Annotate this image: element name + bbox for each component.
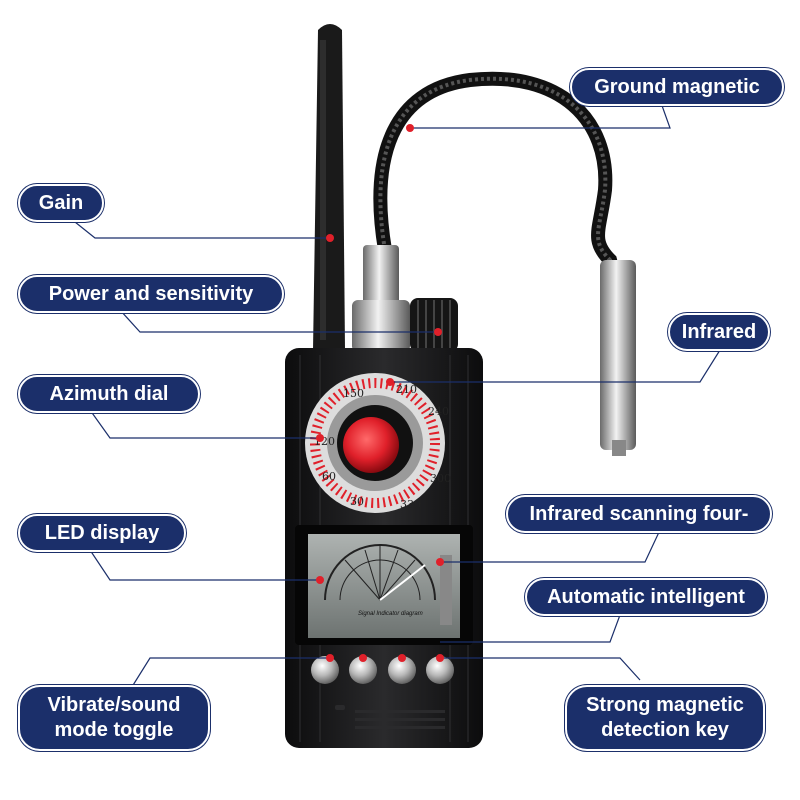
- dial-tick-label: 210: [396, 383, 417, 396]
- dial-tick-label: 30: [350, 495, 364, 508]
- dial-tick-label: 150: [343, 387, 364, 400]
- antenna: [313, 24, 345, 350]
- callout-infrared: Infrared: [668, 313, 770, 351]
- callout-vibrate-sound-line2: mode toggle: [54, 719, 174, 741]
- screen-caption: Signal Indicator diagram: [358, 611, 423, 617]
- callout-vibrate-sound: Vibrate/sound mode toggle: [18, 685, 210, 751]
- control-button-2[interactable]: [349, 656, 377, 684]
- dial-tick-label: 300: [430, 472, 451, 485]
- dial-tick-label: 240: [428, 405, 449, 418]
- control-buttons: [311, 656, 454, 684]
- control-button-3[interactable]: [388, 656, 416, 684]
- callout-strong-magnetic-line1: Strong magnetic: [586, 694, 744, 716]
- indicator-dots: [316, 124, 444, 662]
- sensitivity-knob: [410, 298, 458, 352]
- control-button-1[interactable]: [311, 656, 339, 684]
- callout-power-sensitivity: Power and sensitivity: [18, 275, 284, 313]
- dial-tick-label: 330: [400, 498, 421, 511]
- callout-infrared-scanning: Infrared scanning four-: [506, 495, 772, 533]
- gooseneck-probe: [373, 71, 636, 456]
- callout-azimuth-dial: Azimuth dial: [18, 375, 200, 413]
- callout-strong-magnetic: Strong magnetic detection key: [565, 685, 765, 751]
- probe-connector: [352, 245, 410, 352]
- callout-ground-magnetic: Ground magnetic: [570, 68, 784, 106]
- callout-strong-magnetic-line2: detection key: [601, 719, 729, 741]
- callout-automatic-intelligent: Automatic intelligent: [525, 578, 767, 616]
- callout-vibrate-sound-line1: Vibrate/sound: [47, 694, 181, 716]
- callout-gain: Gain: [18, 184, 104, 222]
- led-display: Signal Indicator diagram: [295, 525, 473, 645]
- azimuth-dial: 150 210 240 300 330 30 60 120: [305, 373, 451, 513]
- dial-tick-label: 60: [322, 470, 336, 483]
- speaker-grille: [335, 705, 445, 729]
- control-button-4[interactable]: [426, 656, 454, 684]
- leader-lines: [69, 99, 721, 691]
- callout-led-display: LED display: [18, 514, 186, 552]
